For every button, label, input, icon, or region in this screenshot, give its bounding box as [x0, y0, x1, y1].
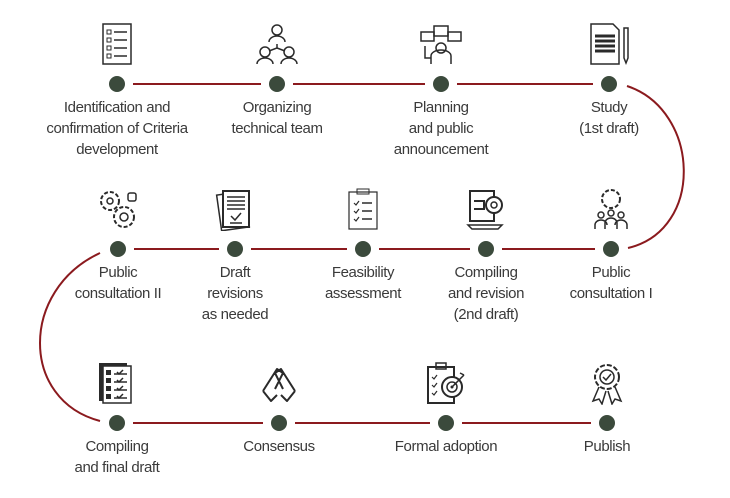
announcement-icon [420, 25, 462, 64]
step-label: Draft revisions as needed [201, 262, 269, 325]
team-network-icon [256, 24, 298, 65]
step-label-line: Feasibility [331, 264, 395, 281]
step-label-line: Public [98, 264, 138, 281]
step-label-line: consultation II [74, 285, 162, 302]
step-dot [109, 76, 125, 92]
award-ribbon-icon [591, 364, 623, 405]
step-label-line: and final draft [74, 459, 160, 476]
step-label: Study (1st draft) [579, 97, 639, 139]
clipboard-checklist-icon [348, 188, 378, 230]
connector-curve-left [39, 252, 101, 422]
step-label-line: and public [408, 120, 474, 137]
step-dot [478, 241, 494, 257]
step-label-line: (1st draft) [579, 120, 639, 137]
step-dot [599, 415, 615, 431]
step-dot [603, 241, 619, 257]
handshake-icon [262, 368, 296, 402]
step-dot [227, 241, 243, 257]
step-label: Public consultation I [570, 262, 653, 304]
step-label: Compiling and revision (2nd draft) [448, 262, 524, 325]
step-label-line: technical team [231, 120, 323, 137]
step-label-line: Compiling [454, 264, 518, 281]
gears-icon [100, 191, 137, 228]
step-label: Publish [583, 436, 631, 457]
approved-document-icon [215, 190, 251, 231]
people-gear-icon [594, 189, 628, 229]
step-label-line: Study [590, 99, 628, 116]
step-label-line: assessment [324, 285, 402, 302]
step-label-line: (2nd draft) [453, 306, 519, 323]
clipboard-target-icon [427, 362, 465, 404]
step-label: Formal adoption [394, 436, 498, 457]
step-label-line: development [76, 141, 158, 158]
step-dot [271, 415, 287, 431]
step-dot [110, 241, 126, 257]
checklist-icon [102, 23, 132, 65]
step-dot [109, 415, 125, 431]
step-dot [433, 76, 449, 92]
document-pencil-icon [590, 23, 629, 66]
step-label-line: Compiling [85, 438, 149, 455]
step-label: Planning and public announcement [393, 97, 489, 160]
step-label-line: Public [591, 264, 631, 281]
step-label: Compiling and final draft [75, 436, 160, 478]
step-label-line: as needed [201, 306, 269, 323]
step-label-line: Identification and [63, 99, 171, 116]
step-label-line: Planning [413, 99, 469, 116]
step-label: Identification and confirmation of Criter… [46, 97, 188, 160]
step-label: Organizing technical team [231, 97, 323, 139]
step-label: Feasibility assessment [325, 262, 401, 304]
step-label-line: Organizing [242, 99, 312, 116]
step-dot [269, 76, 285, 92]
step-label-line: revisions [207, 285, 263, 302]
step-label-line: consultation I [569, 285, 653, 302]
document-gear-icon [466, 190, 504, 230]
step-dot [601, 76, 617, 92]
step-dot [438, 415, 454, 431]
step-label-line: Formal adoption [394, 438, 498, 455]
step-label-line: confirmation of Criteria [46, 120, 188, 137]
step-label-line: and revision [447, 285, 525, 302]
step-label-line: Draft [219, 264, 251, 281]
connector-curve-right [626, 85, 685, 249]
step-label: Public consultation II [75, 262, 162, 304]
step-label-line: Consensus [243, 438, 315, 455]
step-label-line: Publish [583, 438, 631, 455]
step-label-line: announcement [393, 141, 489, 158]
task-list-icon [99, 363, 132, 404]
step-dot [355, 241, 371, 257]
step-label: Consensus [243, 436, 315, 457]
